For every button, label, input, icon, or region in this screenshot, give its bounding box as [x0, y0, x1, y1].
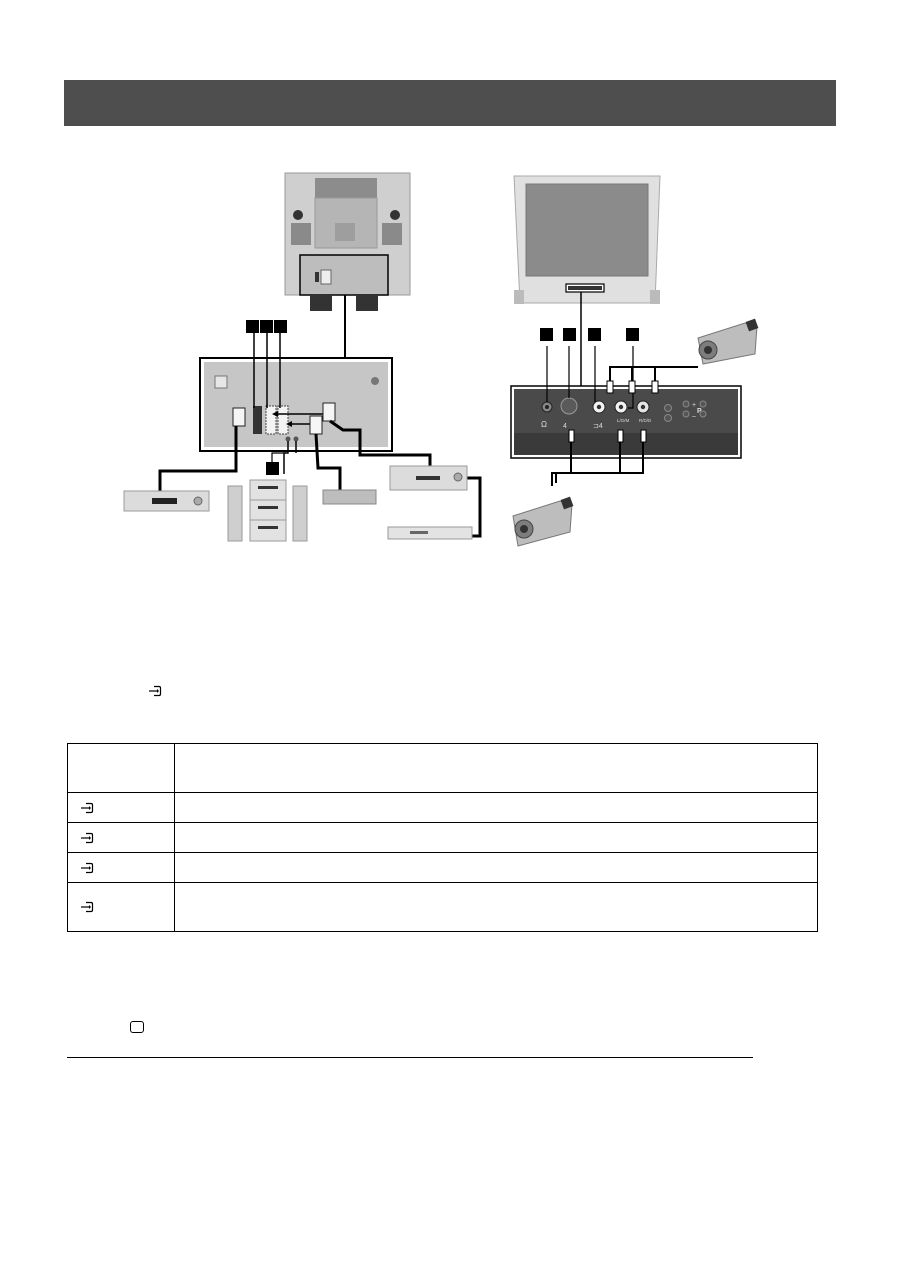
section-divider [67, 1057, 753, 1058]
front-diagram-illustration: + – P Ω 4 ⊐4 L/G/M R/D/D [510, 175, 759, 547]
svg-text:Ω: Ω [541, 420, 547, 429]
label-box-rear-1 [246, 320, 259, 333]
svg-text:4: 4 [563, 423, 567, 430]
rear-diagram-illustration [123, 172, 482, 542]
svg-text:⊐4: ⊐4 [593, 423, 603, 430]
input-icon [80, 832, 94, 844]
table-row [67, 822, 818, 853]
rear-panel-closeup [199, 357, 393, 452]
svg-text:+: + [692, 402, 696, 409]
intro-paragraph [67, 600, 827, 660]
input-icon [80, 901, 94, 913]
label-box-front-4 [626, 328, 639, 341]
label-box-front-3 [588, 328, 601, 341]
table-cell-source [67, 822, 175, 853]
table-cell-source [67, 882, 175, 932]
table-header-col1 [67, 743, 175, 793]
decoder-device [322, 489, 377, 505]
table-header-row [67, 743, 818, 793]
svg-text:P: P [697, 408, 702, 415]
tv-rear-illustration [284, 172, 411, 311]
front-panel-closeup: + – P Ω 4 ⊐4 L/G/M R/D/D [510, 385, 742, 459]
table-cell-description [174, 882, 818, 932]
label-box-rear-3 [274, 320, 287, 333]
svg-text:–: – [692, 413, 696, 420]
paragraph-before-table [67, 684, 827, 704]
tv-front-illustration [513, 175, 661, 304]
label-box-front-1 [540, 328, 553, 341]
dvd-player-device [123, 490, 210, 512]
svg-text:L/G/M: L/G/M [617, 418, 630, 423]
camcorder-top-illustration [697, 318, 759, 365]
table-header-col2 [174, 743, 818, 793]
input-icon [80, 802, 94, 814]
label-box-front-2 [563, 328, 576, 341]
table-row [67, 852, 818, 883]
input-icon [80, 862, 94, 874]
table-row [67, 792, 818, 823]
footer-note [67, 960, 827, 1040]
table-cell-source [67, 792, 175, 823]
table-cell-description [174, 792, 818, 823]
table-row [67, 882, 818, 932]
section-header-bar [64, 80, 836, 126]
vcr-device [389, 465, 468, 491]
camcorder-bottom-illustration [512, 496, 574, 547]
table-cell-description [174, 822, 818, 853]
input-connection-table [67, 743, 818, 932]
svg-text:R/D/D: R/D/D [639, 418, 652, 423]
table-cell-source [67, 852, 175, 883]
table-cell-description [174, 852, 818, 883]
dvd-recorder-device [387, 526, 473, 540]
rear-connection-diagram [110, 168, 490, 568]
front-connection-diagram: + – P Ω 4 ⊐4 L/G/M R/D/D [500, 168, 770, 568]
hifi-system-device [227, 479, 308, 542]
input-icon [148, 685, 162, 697]
label-box-rear-audio [266, 462, 279, 475]
label-box-rear-2 [260, 320, 273, 333]
tv-mode-icon [130, 1021, 144, 1033]
